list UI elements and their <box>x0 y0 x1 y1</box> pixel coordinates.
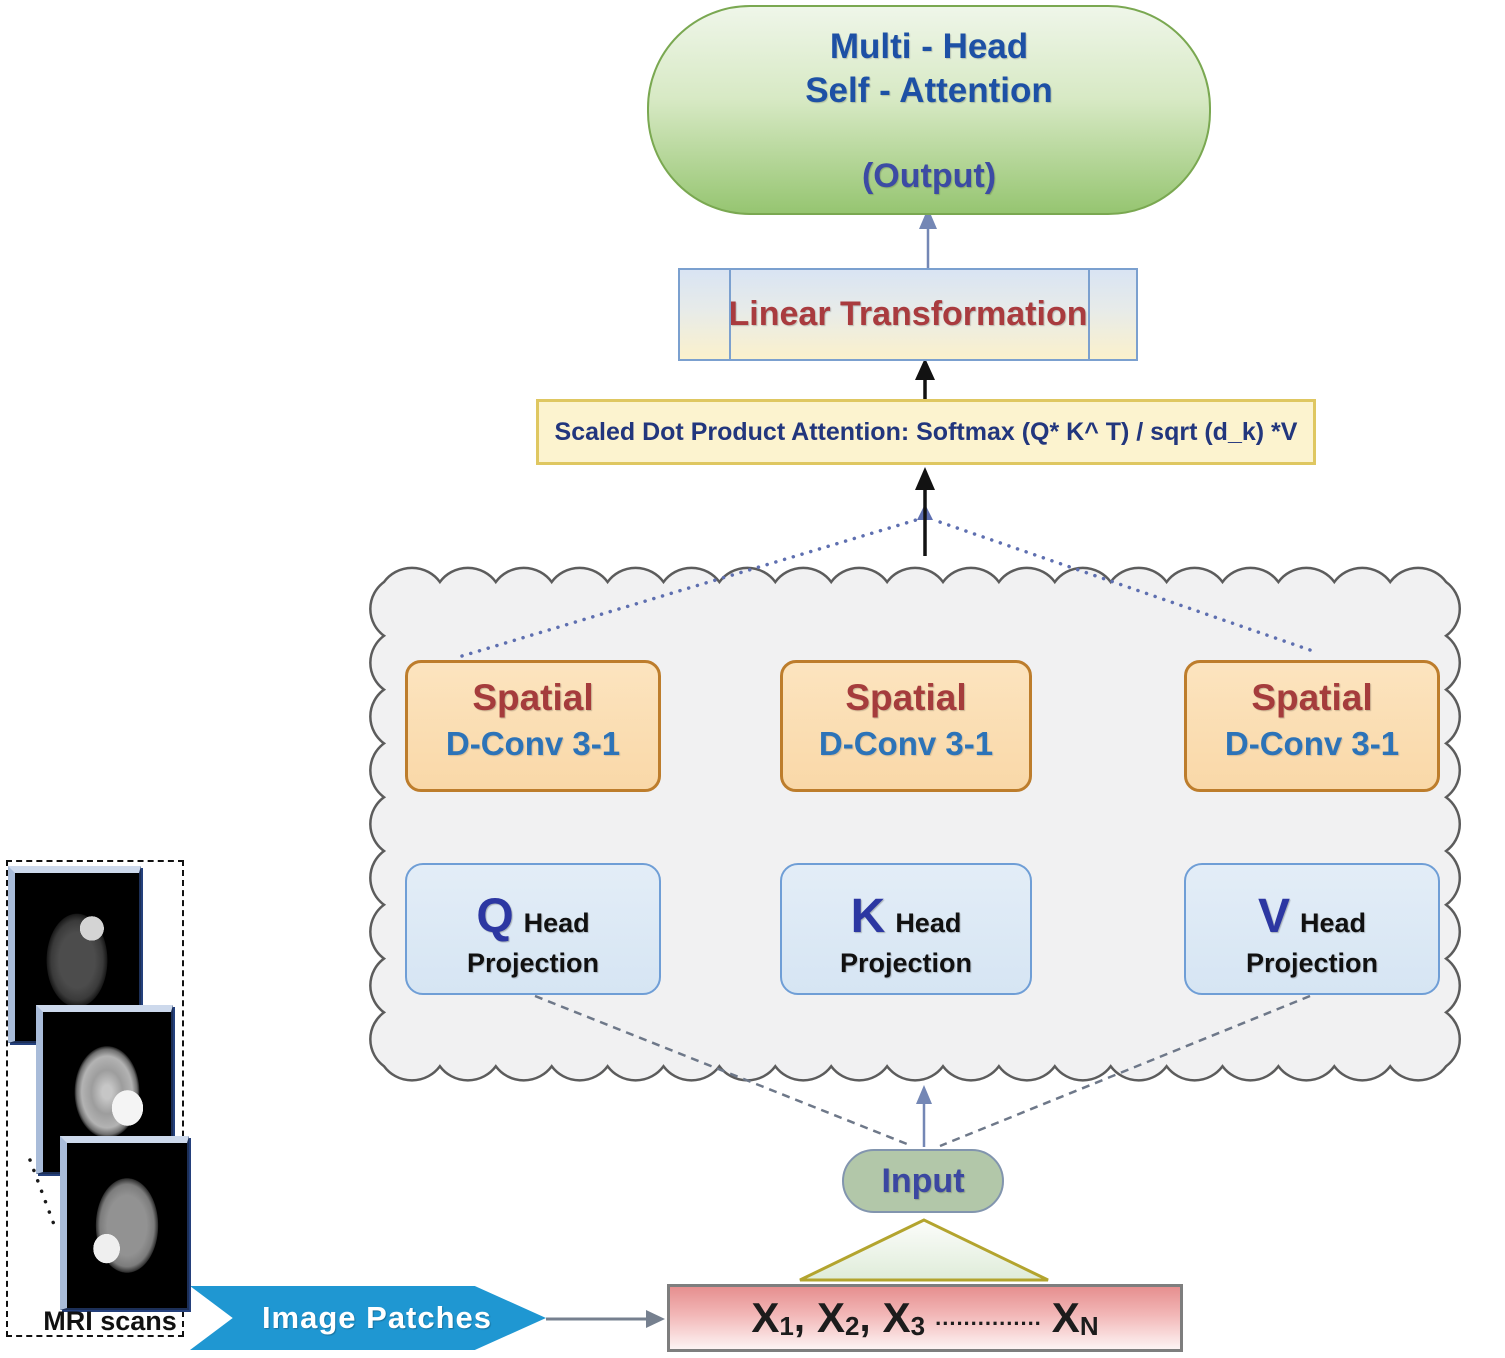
sequence-token: X2 <box>817 1294 860 1341</box>
v-head-projection-box: V Head Projection <box>1184 863 1440 995</box>
arrowhead-linear-to-output <box>919 208 937 229</box>
projection-word-projection: Projection <box>466 948 600 978</box>
input-label: Input <box>881 1161 965 1200</box>
spatial-title: Spatial <box>845 677 967 718</box>
output-title-line2: Self - Attention <box>805 71 1053 110</box>
sequence-separator: , <box>793 1295 806 1340</box>
mri-scan-image-3 <box>60 1136 189 1310</box>
output-title: Multi - Head Self - Attention <box>649 25 1209 113</box>
projection-letter: V <box>1257 890 1290 943</box>
mri-dashed-frame <box>6 860 184 1337</box>
spatial-dconv-box-k: Spatial D-Conv 3-1 <box>780 660 1032 792</box>
arrowhead-attention-to-linear <box>915 358 935 380</box>
mri-stack-dots <box>28 1158 58 1232</box>
spatial-subtitle: D-Conv 3-1 <box>1224 725 1400 762</box>
spatial-title: Spatial <box>1251 677 1373 718</box>
projection-letter: K <box>850 890 886 943</box>
scaled-dot-product-box: Scaled Dot Product Attention: Softmax (Q… <box>536 399 1316 465</box>
dotted-line-left-spatial <box>460 518 918 658</box>
linear-box-divider-left <box>729 270 731 359</box>
q-head-projection-box: Q Head Projection <box>405 863 661 995</box>
arrowhead-banner-to-sequence <box>646 1310 665 1328</box>
sequence-subscript: N <box>1079 1311 1099 1341</box>
spatial-title: Spatial <box>472 677 594 718</box>
output-subtitle: (Output) <box>861 157 997 195</box>
sequence-token: X1 <box>751 1294 794 1341</box>
image-patches-label: Image Patches <box>261 1300 493 1335</box>
spatial-dconv-box-q: Spatial D-Conv 3-1 <box>405 660 661 792</box>
sequence-token: XN <box>1051 1294 1099 1341</box>
input-node: Input <box>842 1149 1004 1213</box>
spatial-subtitle: D-Conv 3-1 <box>445 725 621 762</box>
dashed-line-v-to-input <box>939 994 1311 1148</box>
patch-sequence-box: X1, X2, X3 ............... XN <box>667 1284 1183 1352</box>
spatial-dconv-box-v: Spatial D-Conv 3-1 <box>1184 660 1440 792</box>
sequence-token: X3 <box>882 1294 926 1341</box>
k-head-projection-box: K Head Projection <box>780 863 1032 995</box>
projection-word-projection: Projection <box>839 948 973 978</box>
sequence-subscript: 2 <box>845 1311 860 1341</box>
linear-transformation-label: Linear Transformation <box>728 295 1088 333</box>
scaled-dot-product-label: Scaled Dot Product Attention: Softmax (Q… <box>554 417 1298 446</box>
sequence-subscript: 3 <box>910 1311 926 1341</box>
spatial-subtitle: D-Conv 3-1 <box>818 725 994 762</box>
mri-scans-caption: MRI scans <box>43 1306 177 1336</box>
linear-box-divider-right <box>1088 270 1090 359</box>
cloud-shape <box>369 566 1462 1082</box>
brain-scan-graphic <box>67 1143 187 1308</box>
image-patches-banner: Image Patches <box>190 1286 546 1350</box>
sequence-subscript: 1 <box>779 1311 794 1341</box>
sequence-ellipsis: ............... <box>935 1305 1042 1330</box>
dotted-line-right-spatial <box>932 518 1312 652</box>
funnel-triangle <box>799 1218 1049 1282</box>
projection-line1: Q Head <box>407 889 659 944</box>
arrowhead-input-to-cloud <box>916 1085 932 1104</box>
projection-word-head: Head <box>1299 908 1367 938</box>
projection-word-projection: Projection <box>1245 948 1379 978</box>
projection-word-head: Head <box>895 908 962 938</box>
projection-word-head: Head <box>523 908 590 938</box>
linear-transformation-box: Linear Transformation <box>678 268 1138 361</box>
output-title-line1: Multi - Head <box>829 27 1029 66</box>
multi-head-output-node: Multi - Head Self - Attention (Output) <box>647 5 1211 215</box>
projection-letter: Q <box>476 890 514 943</box>
sequence-separator: , <box>859 1295 871 1340</box>
projection-line1: K Head <box>782 889 1030 944</box>
dashed-line-q-to-input <box>534 994 913 1148</box>
projection-line1: V Head <box>1186 889 1438 944</box>
arrowhead-cloud-to-attention <box>915 467 935 490</box>
